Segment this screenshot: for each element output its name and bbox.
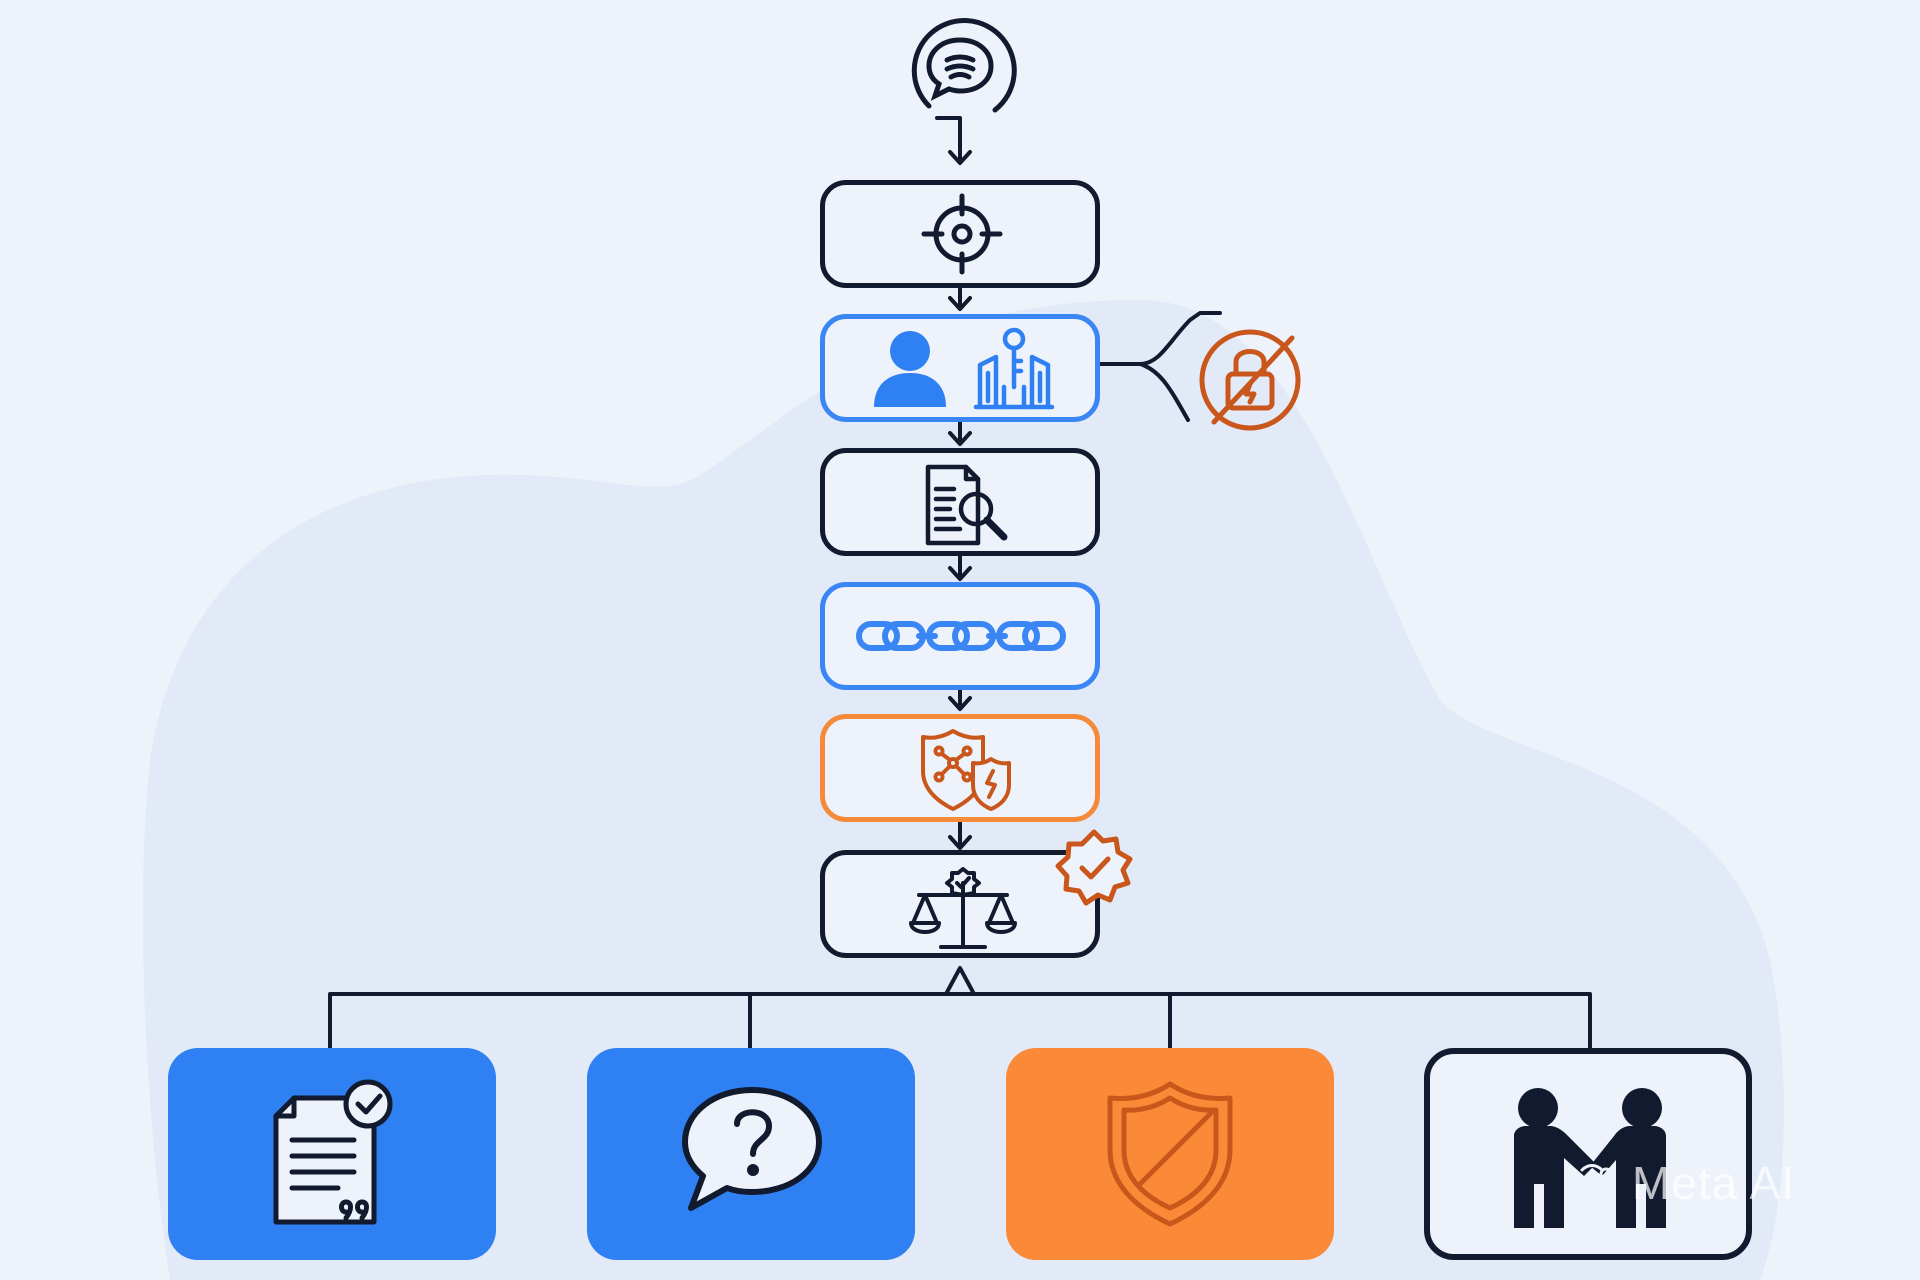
lock-prohibited-icon: [1199, 329, 1301, 431]
scales-justice-icon: [909, 867, 1017, 949]
stage-identity-access: [820, 314, 1100, 422]
speech-bubble-icon: [911, 18, 1017, 113]
stage-legal-balance: [820, 850, 1100, 958]
stage-document-review: [820, 448, 1100, 556]
question-bubble-icon: [682, 1087, 822, 1211]
outcome-question: [587, 1048, 915, 1260]
handshake-people-icon: [1514, 1088, 1666, 1228]
stage-linkage: [820, 582, 1100, 690]
watermark-text: Meta AI: [1632, 1157, 1795, 1209]
outcome-approved-document: [168, 1048, 496, 1260]
shield-network-icon: [921, 729, 1011, 811]
shield-slash-icon: [1107, 1081, 1233, 1227]
user-icon: [874, 331, 946, 407]
chain-links-icon: [856, 621, 1066, 651]
outcome-agreement: [1424, 1048, 1752, 1260]
stage-target: [820, 180, 1100, 288]
crosshair-icon: [921, 193, 1003, 275]
document-search-icon: [925, 464, 1008, 546]
stage-threat-protection: [820, 714, 1100, 822]
outcome-blocked-shield: [1006, 1048, 1334, 1260]
building-key-icon: [973, 327, 1055, 410]
verified-badge-icon: [1055, 829, 1133, 906]
document-check-quote-icon: [273, 1079, 393, 1225]
